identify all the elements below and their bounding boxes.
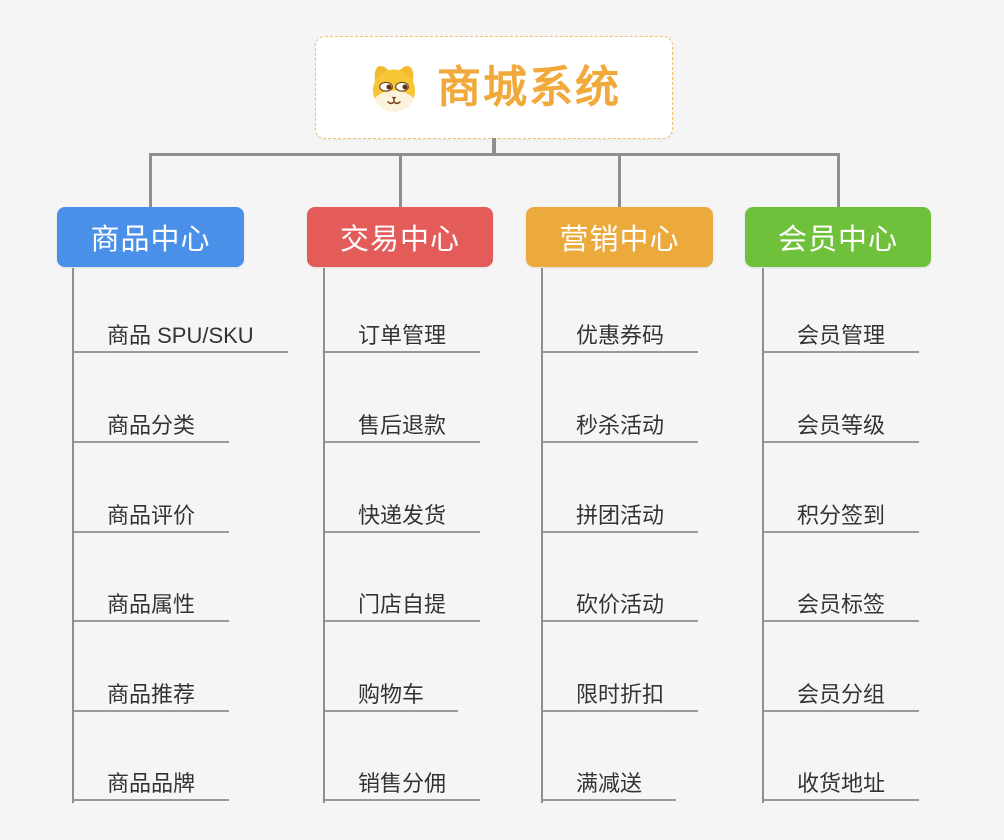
connector-horizontal-bar [149, 153, 840, 156]
root-node[interactable]: 商城系统 [315, 36, 673, 139]
connector-root-drop [492, 138, 496, 154]
leaf-node[interactable]: 会员标签 [764, 589, 920, 622]
leaf-node[interactable]: 商品品牌 [74, 768, 230, 801]
branch-node-trade-center[interactable]: 交易中心 [307, 207, 493, 267]
leaf-node[interactable]: 商品属性 [74, 589, 230, 622]
dog-face-icon [372, 65, 416, 112]
leaf-node[interactable]: 商品推荐 [74, 679, 230, 712]
branch-node-member-center[interactable]: 会员中心 [745, 207, 931, 267]
leaf-node[interactable]: 商品分类 [74, 410, 230, 443]
connector-drop-trade [399, 153, 402, 208]
leaf-node[interactable]: 收货地址 [764, 768, 920, 801]
branch-node-product-center[interactable]: 商品中心 [57, 207, 244, 267]
leaf-node[interactable]: 限时折扣 [543, 679, 699, 712]
branch-children-column-trade: 订单管理 售后退款 快递发货 门店自提 购物车 销售分佣 [323, 268, 481, 803]
leaf-node[interactable]: 购物车 [325, 679, 459, 712]
leaf-node[interactable]: 秒杀活动 [543, 410, 699, 443]
root-node-label: 商城系统 [437, 62, 621, 112]
leaf-node[interactable]: 会员分组 [764, 679, 920, 712]
branch-children-column-member: 会员管理 会员等级 积分签到 会员标签 会员分组 收货地址 [762, 268, 920, 803]
leaf-node[interactable]: 销售分佣 [325, 768, 481, 801]
leaf-node[interactable]: 优惠券码 [543, 320, 699, 353]
branch-node-marketing-center[interactable]: 营销中心 [526, 207, 713, 267]
leaf-node[interactable]: 积分签到 [764, 500, 920, 533]
leaf-node[interactable]: 拼团活动 [543, 500, 699, 533]
leaf-node[interactable]: 会员等级 [764, 410, 920, 443]
leaf-node[interactable]: 售后退款 [325, 410, 481, 443]
branch-children-column-marketing: 优惠券码 秒杀活动 拼团活动 砍价活动 限时折扣 满减送 [541, 268, 699, 803]
leaf-node[interactable]: 满减送 [543, 768, 677, 801]
connector-drop-product [149, 153, 152, 208]
leaf-node[interactable]: 砍价活动 [543, 589, 699, 622]
leaf-node[interactable]: 会员管理 [764, 320, 920, 353]
leaf-node[interactable]: 订单管理 [325, 320, 481, 353]
leaf-node[interactable]: 快递发货 [325, 500, 481, 533]
branch-children-column-product: 商品 SPU/SKU 商品分类 商品评价 商品属性 商品推荐 商品品牌 [72, 268, 288, 803]
leaf-node[interactable]: 商品评价 [74, 500, 230, 533]
connector-drop-member [837, 153, 840, 208]
leaf-node[interactable]: 商品 SPU/SKU [74, 320, 288, 353]
leaf-node[interactable]: 门店自提 [325, 589, 481, 622]
connector-drop-marketing [618, 153, 621, 208]
